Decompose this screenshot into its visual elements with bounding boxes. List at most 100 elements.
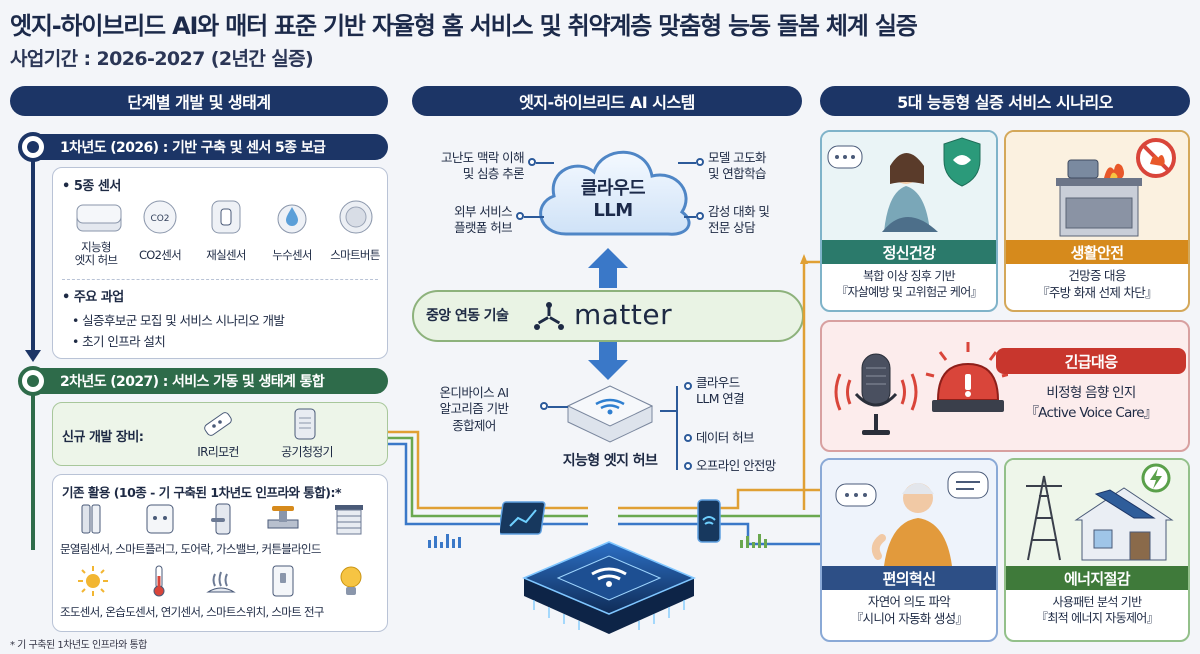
hub-feature-left: 온디바이스 AI 알고리즘 기반 종합제어 <box>439 385 510 433</box>
scenario-card-emergency: 긴급대응 비정형 음향 인지 『Active Voice Care』 <box>820 320 1190 452</box>
scenario-card-convenience: 편의혁신 자연어 의도 파악 『시니어 자동화 생성』 <box>820 458 998 642</box>
existing-icons-row1 <box>58 502 388 542</box>
tasks-title: • 주요 과업 <box>62 290 124 305</box>
sensor-label-co2: CO2센서 <box>138 248 182 262</box>
co2-sensor-icon: CO2 <box>143 200 177 234</box>
card-title: 정신건강 <box>822 240 996 264</box>
card-title: 에너지절감 <box>1006 566 1188 590</box>
kitchen-fire-illustration-icon <box>1006 132 1188 240</box>
light-sensor-icon <box>78 566 108 596</box>
page-title: 엣지-하이브리드 AI와 매터 표준 기반 자율형 홈 서비스 및 취약계층 맞… <box>10 12 918 40</box>
phase1-panel <box>52 167 388 359</box>
phase2-pill: 2차년도 (2027) : 서비스 가동 및 생태계 통합 <box>22 368 388 394</box>
footnote: * 기 구축된 1차년도 인프라와 통합 <box>10 640 147 651</box>
emergency-illustration-icon <box>834 342 1008 435</box>
hub-label: 지능형 엣지 허브 <box>562 453 658 469</box>
connector-dot <box>540 402 548 410</box>
existing-icons-row2 <box>58 564 388 604</box>
card-text: 자연어 의도 파악 『시니어 자동화 생성』 <box>850 594 968 626</box>
ir-remote-icon <box>204 412 232 436</box>
phase1-pill: 1차년도 (2026) : 기반 구축 및 센서 5종 보급 <box>22 134 388 160</box>
sensor-label-hub: 지능형 엣지 허브 <box>74 240 118 268</box>
dashboard-tablet-icon <box>500 501 546 535</box>
occupancy-sensor-icon <box>211 200 241 234</box>
gas-valve-icon <box>267 506 299 529</box>
scenario-card-energy: 에너지절감 사용패턴 분석 기반 『최적 에너지 자동제어』 <box>1004 458 1190 642</box>
card-title: 긴급대응 <box>996 348 1186 374</box>
device-label-ir: IR리모컨 <box>197 445 239 459</box>
cloud-feature-left-2: 외부 서비스 플랫폼 허브 <box>454 204 512 236</box>
sensor-label-occupancy: 재실센서 <box>206 248 246 262</box>
new-devices-title: 신규 개발 장비: <box>62 430 144 445</box>
existing-devices-panel <box>52 474 388 632</box>
phase2-dot-icon <box>18 366 48 396</box>
project-period: 사업기간 : 2026-2027 (2년간 실증) <box>10 48 314 70</box>
thermo-hygro-sensor-icon <box>153 565 165 597</box>
smart-button-icon <box>339 200 373 234</box>
edge-hub-icon <box>76 204 122 232</box>
sensor-label-button: 스마트버튼 <box>330 248 380 262</box>
connector-line <box>660 410 676 412</box>
device-label-purifier: 공기청정기 <box>281 445 333 459</box>
smartphone-icon <box>697 499 721 543</box>
connector-line <box>536 162 554 164</box>
edge-hub-device-icon <box>566 385 654 443</box>
connector-dot <box>528 158 536 166</box>
matter-panel <box>412 290 804 342</box>
timeline-line <box>31 160 35 356</box>
down-arrow-icon <box>588 342 628 380</box>
cloud-feature-right-1: 모델 고도화 및 연합학습 <box>708 150 766 182</box>
curtain-blind-icon <box>335 505 363 535</box>
up-arrow-icon <box>588 248 628 288</box>
divider <box>62 279 378 280</box>
door-sensor-icon <box>81 504 101 534</box>
card-text: 비정형 음향 인지 『Active Voice Care』 <box>1025 385 1157 421</box>
hub-feature-right-3: 오프라인 안전망 <box>696 458 776 473</box>
smart-plug-icon <box>146 504 174 534</box>
smart-bulb-icon <box>340 566 362 595</box>
existing-title: 기존 활용 (10종 - 기 구축된 1차년도 인프라와 통합):* <box>62 485 342 500</box>
connector-dot <box>684 382 692 390</box>
connector-bracket <box>676 386 678 470</box>
sensor-label-leak: 누수센서 <box>272 248 312 262</box>
connector-line <box>524 216 544 218</box>
scenario-card-safety: 생활안전 건망증 대응 『주방 화재 선제 차단』 <box>1004 130 1190 312</box>
card-text: 복합 이상 징후 기반 『자살예방 및 고위험군 케어』 <box>836 269 982 300</box>
card-title: 생활안전 <box>1006 240 1188 264</box>
connector-dot <box>684 434 692 442</box>
mental-health-illustration-icon <box>822 132 996 240</box>
matter-label: 중앙 연동 기술 <box>426 308 509 324</box>
cloud-feature-left-1: 고난도 맥락 이해 및 심층 추론 <box>440 150 525 182</box>
flow-to-cards <box>800 254 820 510</box>
new-devices-panel <box>52 402 388 466</box>
connector-line <box>548 406 568 408</box>
card-text: 사용패턴 분석 기반 『최적 에너지 자동제어』 <box>1036 595 1159 626</box>
card-title: 편의혁신 <box>822 566 996 590</box>
scenario-card-mental-health: 정신건강 복합 이상 징후 기반 『자살예방 및 고위험군 케어』 <box>820 130 998 312</box>
right-heading: 5대 능동형 실증 서비스 시나리오 <box>820 86 1190 116</box>
sensor-row: CO2 <box>70 197 390 267</box>
connector-dot <box>516 212 524 220</box>
hub-feature-right-2: 데이터 허브 <box>696 430 754 445</box>
hub-feature-right-1: 클라우드 LLM 연결 <box>696 375 745 407</box>
phase1-dot-icon <box>18 132 48 162</box>
energy-house-illustration-icon <box>1006 460 1188 566</box>
timeline-arrow-icon <box>25 350 41 362</box>
existing-labels-row2: 조도센서, 온습도센서, 연기센서, 스마트스위치, 스마트 전구 <box>60 605 324 619</box>
matter-logo-icon <box>534 302 564 330</box>
task-item: • 초기 인프라 설치 <box>72 334 166 349</box>
sensors-title: • 5종 센서 <box>62 179 121 194</box>
connector-dot <box>696 158 704 166</box>
left-heading: 단계별 개발 및 생태계 <box>10 86 388 116</box>
center-heading: 엣지-하이브리드 AI 시스템 <box>412 86 802 116</box>
matter-logo-text: matter <box>574 298 673 331</box>
task-item: • 실증후보군 모집 및 서비스 시나리오 개발 <box>72 313 285 328</box>
smart-switch-icon <box>272 565 294 597</box>
connector-line <box>678 162 696 164</box>
door-lock-icon <box>211 503 231 535</box>
edge-ai-chip-icon <box>522 541 696 634</box>
connector-line <box>684 216 696 218</box>
connector-dot <box>696 212 704 220</box>
connector-dot <box>684 462 692 470</box>
air-purifier-icon <box>294 408 316 440</box>
